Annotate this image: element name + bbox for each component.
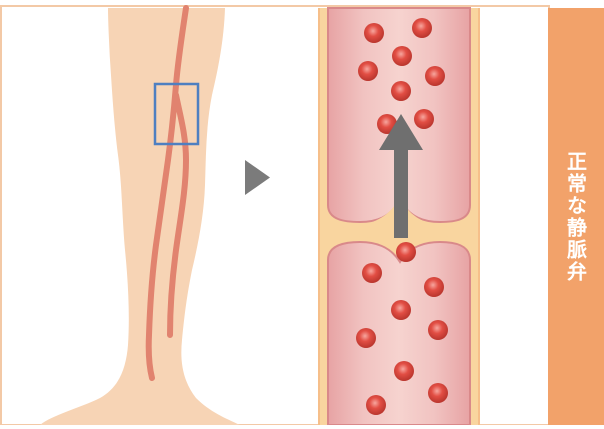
blood-cell [412,18,432,38]
blood-cell [396,242,416,262]
vessel-wall-edge-right [478,8,480,425]
vein-cross-section [318,8,480,425]
valve-label: 正常な静脈弁 [562,151,591,283]
blood-cell [364,23,384,43]
blood-cell [425,66,445,86]
blood-cell [358,61,378,81]
blood-cell [414,109,434,129]
blood-cell [362,263,382,283]
blood-cell [391,81,411,101]
blood-cell [392,46,412,66]
lower-chamber [328,242,470,425]
blood-cell [356,328,376,348]
blood-cell [394,361,414,381]
blood-cell [428,383,448,403]
vessel-wall-edge-left [318,8,320,425]
label-container: 正常な静脈弁 [548,8,604,425]
blood-cell [366,395,386,415]
blood-cell [424,277,444,297]
blood-cell [391,300,411,320]
blood-cell [428,320,448,340]
